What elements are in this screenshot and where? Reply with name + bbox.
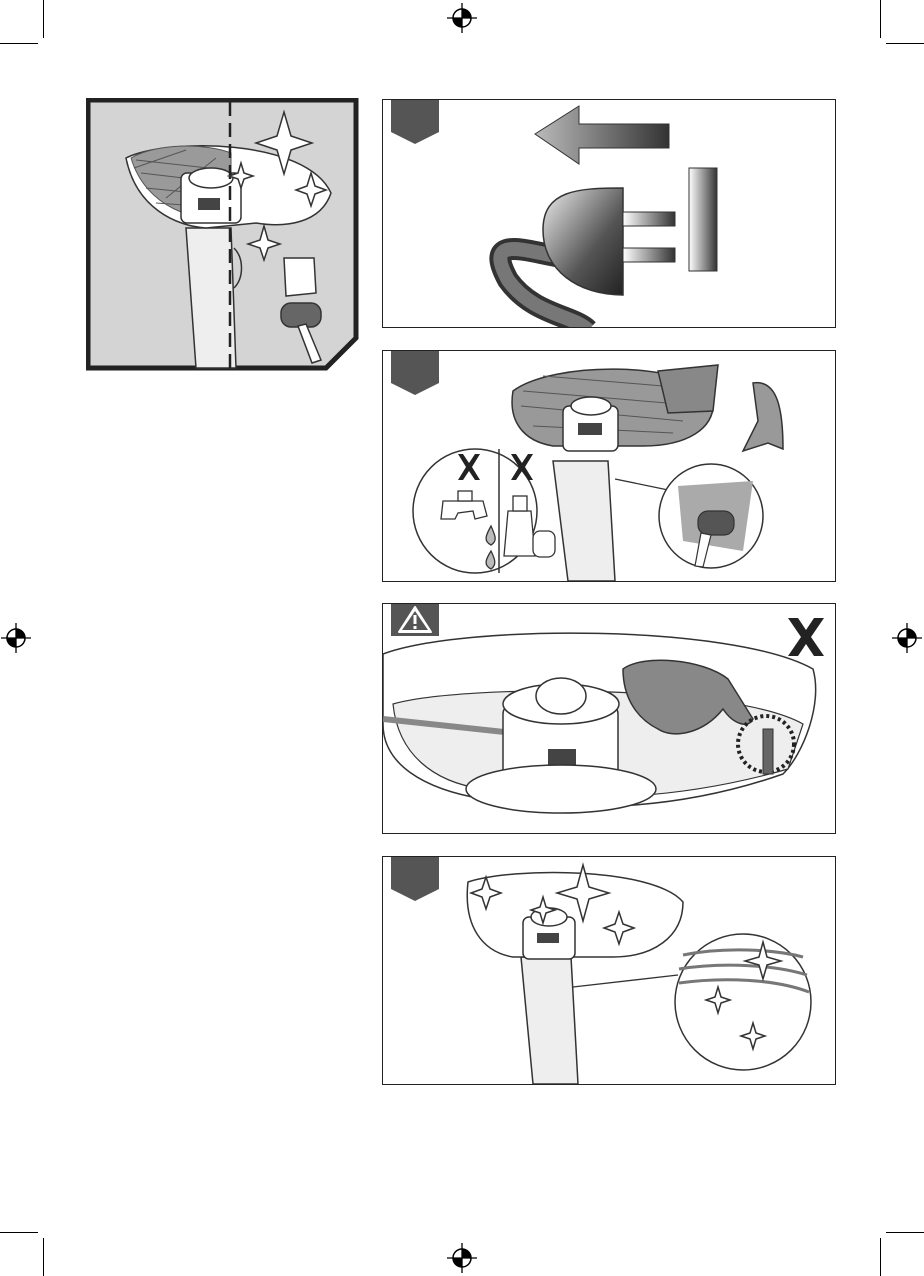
warning-tab	[391, 603, 439, 636]
plug-icon	[500, 168, 717, 327]
cloth-icon	[284, 258, 316, 296]
crop-mark	[0, 43, 38, 44]
cross-icon	[786, 616, 826, 658]
crop-mark	[880, 0, 881, 38]
step-panel-clean	[382, 350, 836, 582]
crop-mark	[880, 1238, 881, 1276]
step-panel-warning	[382, 603, 836, 834]
crop-mark	[0, 1232, 38, 1233]
arrow-left-icon	[535, 106, 669, 164]
warning-icon	[391, 603, 439, 636]
registration-mark-icon	[1, 623, 31, 653]
overview-illustration	[86, 98, 360, 372]
registration-mark-icon	[892, 623, 922, 653]
registration-mark-icon	[447, 1243, 477, 1273]
crop-mark	[43, 1238, 44, 1276]
crop-mark	[886, 1232, 924, 1233]
crop-mark	[43, 0, 44, 38]
brush-detail-circle	[615, 464, 763, 568]
step-panel-unplug	[382, 99, 836, 328]
crop-mark	[886, 43, 924, 44]
no-water-no-chemicals-icon	[413, 449, 555, 573]
registration-mark-icon	[447, 3, 477, 33]
step-panel-result	[382, 856, 836, 1085]
